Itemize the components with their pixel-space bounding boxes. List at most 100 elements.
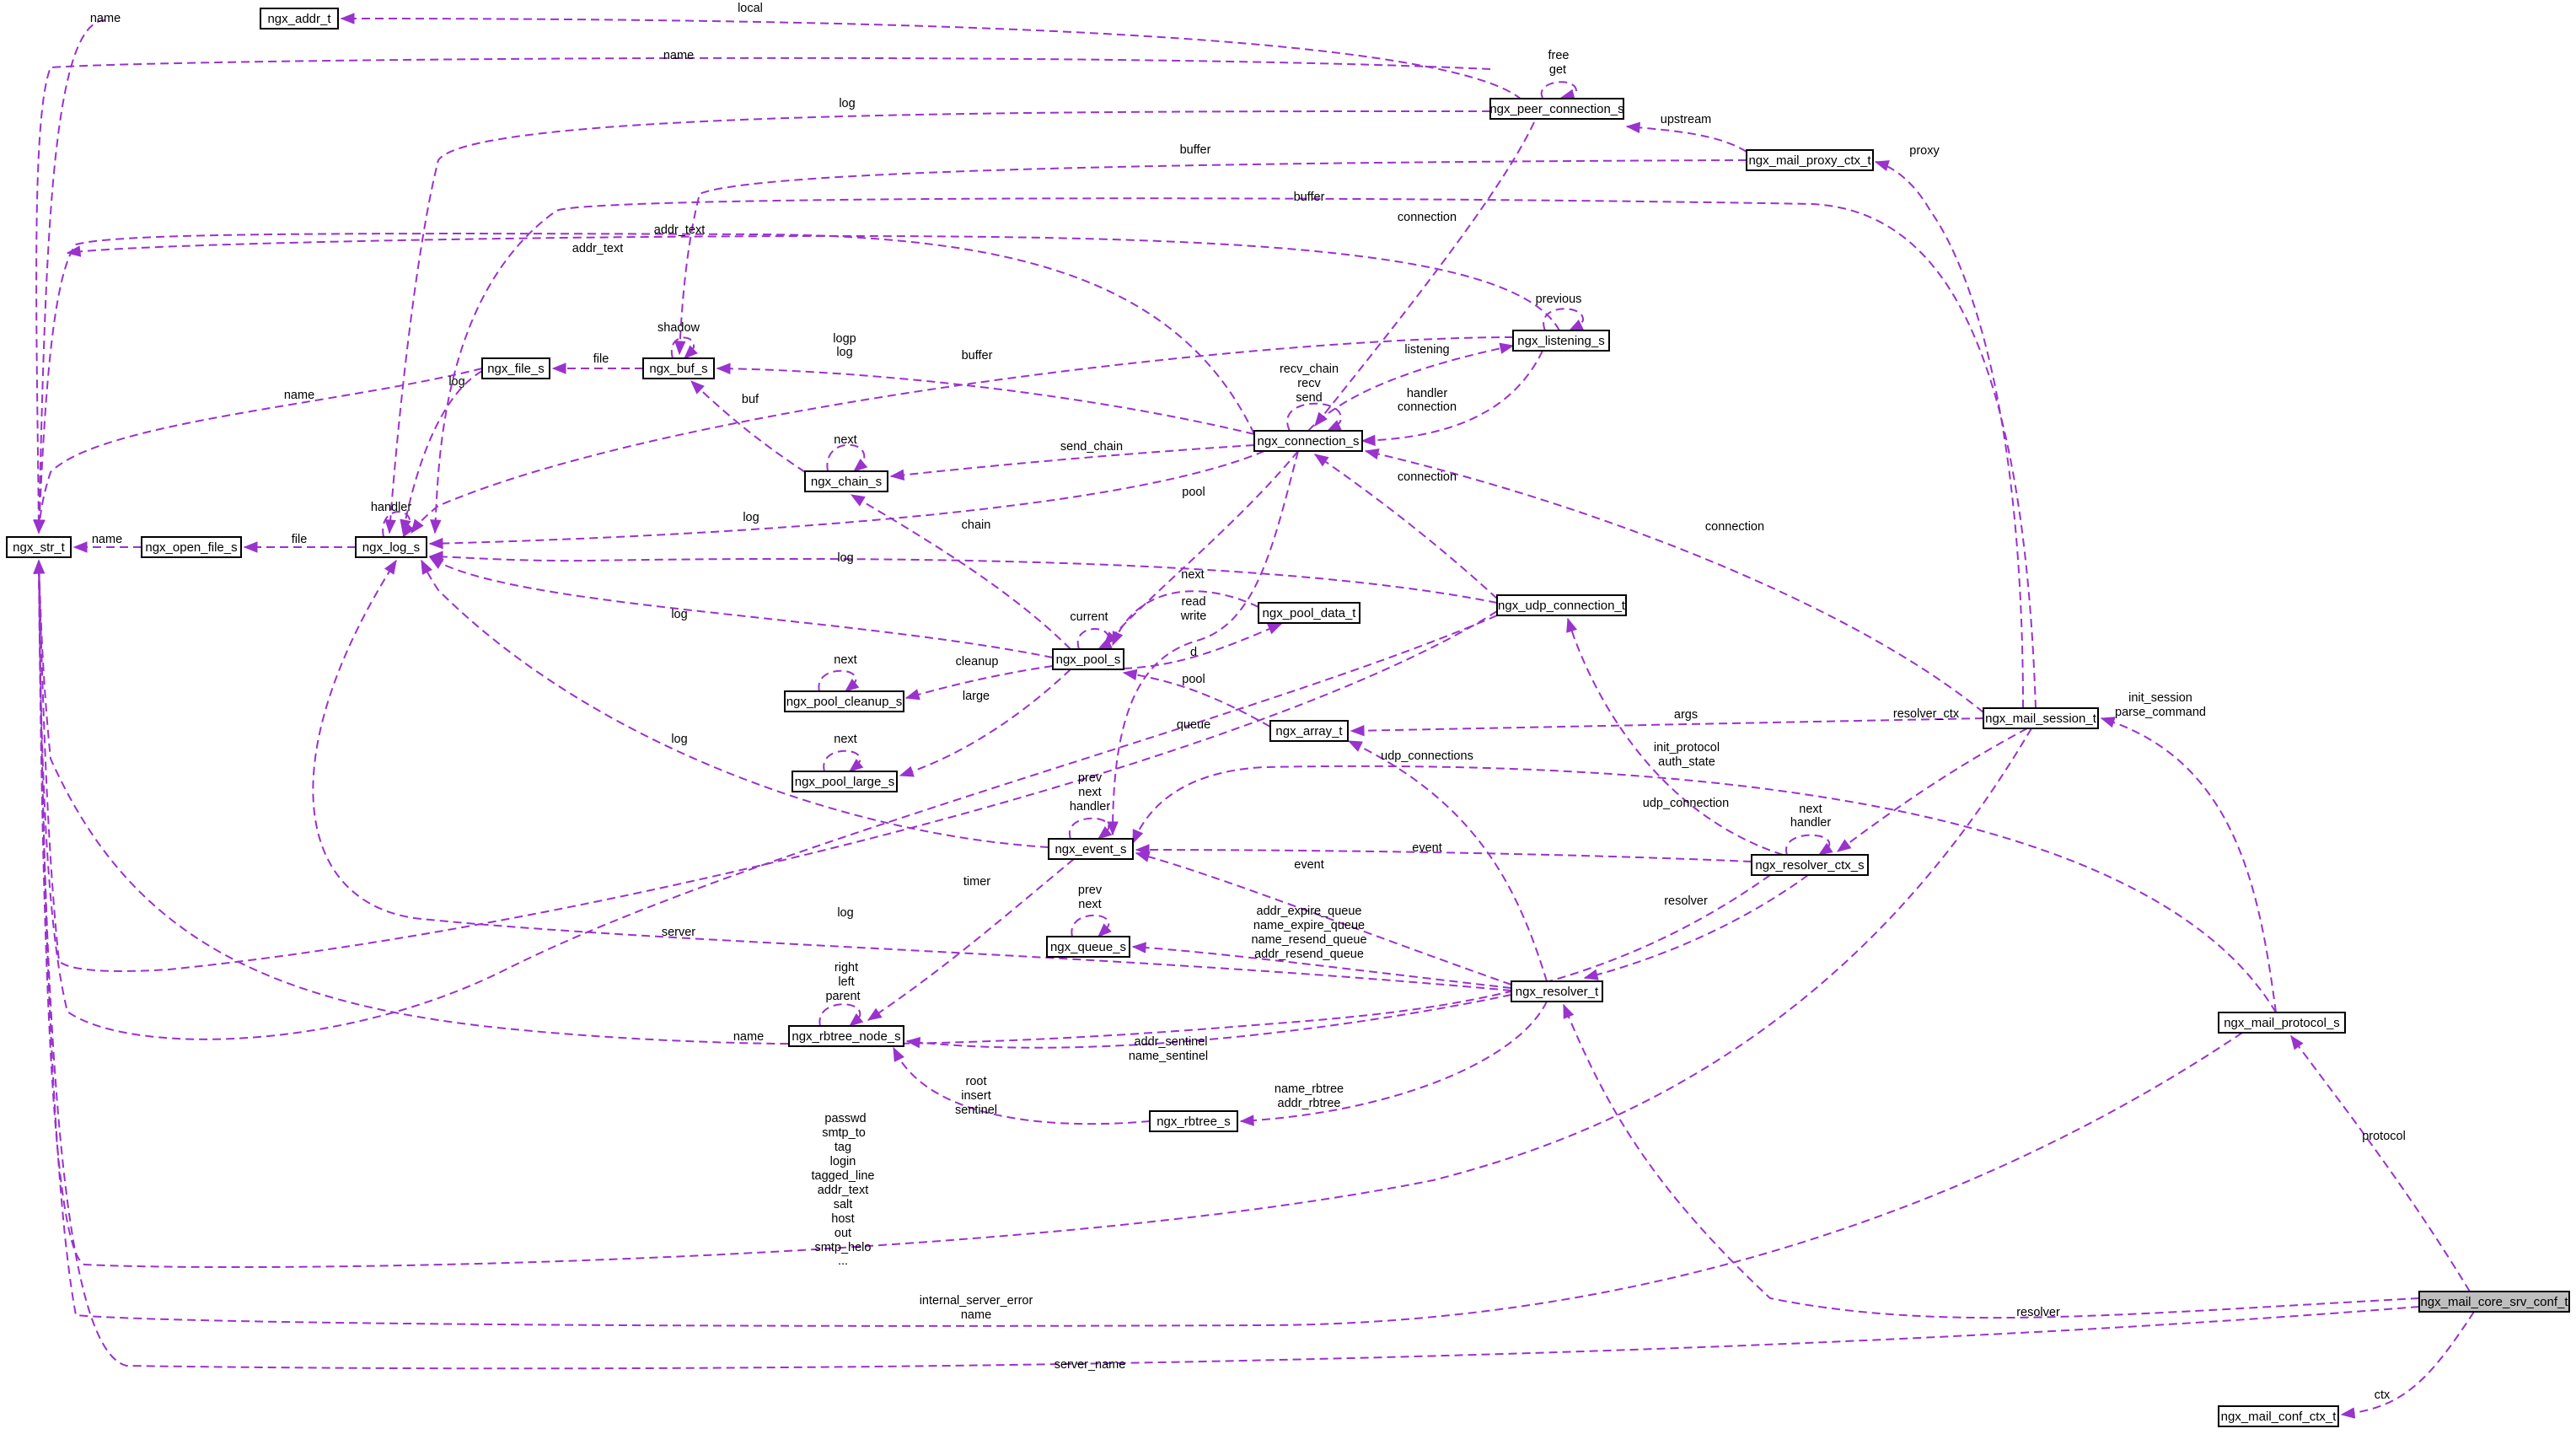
node-ngx-log-s[interactable]: ngx_log_s <box>355 536 427 558</box>
node-ngx-udp-connection-t[interactable]: ngx_udp_connection_t <box>1496 594 1627 616</box>
node-label: ngx_pool_data_t <box>1263 606 1357 620</box>
node-ngx-mail-protocol-s[interactable]: ngx_mail_protocol_s <box>2218 1012 2346 1034</box>
node-ngx-event-s[interactable]: ngx_event_s <box>1048 838 1134 860</box>
node-label: ngx_queue_s <box>1050 940 1126 954</box>
edge-to-ngx_pool_large_s <box>823 749 861 772</box>
node-ngx-open-file-s[interactable]: ngx_open_file_s <box>141 536 242 558</box>
arrowhead-ngx_connection_s <box>1360 434 1376 447</box>
edge-label-addr-rbtree: addr_rbtree <box>1278 1097 1341 1110</box>
edge-to-ngx_chain_s <box>851 494 1071 650</box>
edge-label-handler-conn: handler <box>1407 387 1448 400</box>
node-ngx-pool-data-t[interactable]: ngx_pool_data_t <box>1258 602 1360 624</box>
edge-label-chain: chain <box>962 518 991 532</box>
node-ngx-listening-s[interactable]: ngx_listening_s <box>1512 330 1610 352</box>
edge-to-ngx_str_t <box>38 560 1498 1040</box>
node-ngx-array-t[interactable]: ngx_array_t <box>1269 720 1349 742</box>
node-ngx-pool-s[interactable]: ngx_pool_s <box>1052 648 1124 670</box>
arrowhead-ngx_resolver_ctx_s <box>1836 839 1852 852</box>
node-box <box>1746 149 1874 171</box>
arrowhead-ngx_resolver_t <box>1583 969 1599 980</box>
node-ngx-mail-session-t[interactable]: ngx_mail_session_t <box>1983 707 2099 729</box>
edge-label-log-pool: log <box>671 608 687 621</box>
node-label: ngx_connection_s <box>1258 434 1360 448</box>
arrowhead-ngx_buf_s <box>716 363 731 374</box>
node-ngx-str-t[interactable]: ngx_str_t <box>6 536 72 558</box>
edge-label-connection-udp: connection <box>1398 470 1457 484</box>
node-label: ngx_mail_core_srv_conf_t <box>2420 1295 2568 1309</box>
arrowhead-ngx_pool_large_s <box>899 765 915 777</box>
edge-label-handler-rctx: handler <box>1790 816 1832 830</box>
edge-to-ngx_str_t <box>38 560 2243 1327</box>
edge-label-addr-sentinel: addr_sentinel <box>1134 1035 1207 1049</box>
arrowhead-ngx_addr_t <box>340 13 355 24</box>
node-ngx-buf-s[interactable]: ngx_buf_s <box>642 357 715 379</box>
edge-label-name-expire-queue: name_expire_queue <box>1253 919 1365 932</box>
node-ngx-peer-connection-s[interactable]: ngx_peer_connection_s <box>1489 98 1624 120</box>
arrowhead-ngx_resolver_t <box>1563 1003 1575 1019</box>
node-ngx-rbtree-node-s[interactable]: ngx_rbtree_node_s <box>788 1025 904 1047</box>
edge-label-right: right <box>835 961 858 975</box>
edge-label-queue: queue <box>1177 718 1210 732</box>
arrowhead-ngx_log_s <box>402 523 415 539</box>
arrowhead-ngx_buf_s <box>690 380 705 395</box>
node-label: ngx_buf_s <box>649 362 707 376</box>
edge-label-shadow: shadow <box>657 321 700 335</box>
edge-label-listening: listening <box>1404 343 1449 357</box>
node-label: ngx_mail_protocol_s <box>2224 1016 2340 1030</box>
arrowhead-ngx_log_s <box>384 559 397 575</box>
edge-to-ngx_event_s <box>1132 765 2277 1013</box>
edge-to-ngx_pool_cleanup_s <box>905 665 1054 699</box>
node-ngx-pool-cleanup-s[interactable]: ngx_pool_cleanup_s <box>784 690 904 712</box>
edge-to-ngx_peer_connection_s <box>1626 126 1747 153</box>
edge-to-ngx_pool_s <box>1123 672 1271 728</box>
node-ngx-addr-t[interactable]: ngx_addr_t <box>260 8 339 30</box>
node-ngx-chain-s[interactable]: ngx_chain_s <box>804 470 888 492</box>
edge-label-logp: logp <box>833 332 856 346</box>
edge-label-handler-event: handler <box>1070 800 1111 814</box>
edge-to-ngx_log_s <box>434 197 2037 709</box>
node-ngx-mail-core-srv-conf-t[interactable]: ngx_mail_core_srv_conf_t <box>2418 1291 2570 1313</box>
edge-label-prev-queue: prev <box>1078 883 1103 897</box>
edge-label-internal-server-error: internal_server_error <box>920 1294 1033 1308</box>
edge-label-login: login <box>830 1155 856 1168</box>
arrowhead-ngx_rbtree_node_s <box>867 1007 883 1021</box>
arrowhead-ngx_array_t <box>1350 724 1365 737</box>
node-box <box>784 690 904 712</box>
node-box <box>2418 1291 2570 1313</box>
node-ngx-connection-s[interactable]: ngx_connection_s <box>1253 430 1363 452</box>
edge-to-ngx_buf_s <box>690 380 806 473</box>
node-ngx-resolver-t[interactable]: ngx_resolver_t <box>1511 980 1603 1002</box>
node-box <box>1496 594 1627 616</box>
node-ngx-resolver-ctx-s[interactable]: ngx_resolver_ctx_s <box>1751 854 1869 876</box>
edge-label-server: server <box>662 926 695 939</box>
arrowhead-ngx_event_s <box>1135 851 1151 862</box>
arrowhead-ngx_str_t <box>72 541 88 553</box>
edge-to-ngx_pool_cleanup_s <box>818 669 857 692</box>
edge-label-tagged-line: tagged_line <box>812 1169 875 1183</box>
arrowhead-ngx_mail_proxy_ctx_t <box>1874 160 1890 171</box>
node-ngx-file-s[interactable]: ngx_file_s <box>481 357 550 379</box>
arrowhead-ngx_rbtree_node_s <box>848 1013 864 1027</box>
edge-to-ngx_pool_s <box>1103 450 1299 646</box>
node-ngx-rbtree-s[interactable]: ngx_rbtree_s <box>1149 1110 1238 1132</box>
node-box <box>2218 1012 2346 1034</box>
arrowhead-ngx_str_t <box>66 245 82 257</box>
arrowhead-ngx_peer_connection_s <box>1625 121 1641 134</box>
arrowhead-ngx_log_s <box>411 518 424 534</box>
edge-to-ngx_str_t <box>38 560 2420 1370</box>
edge-to-ngx_log_s <box>429 556 1498 604</box>
node-ngx-pool-large-s[interactable]: ngx_pool_large_s <box>792 771 898 792</box>
node-ngx-mail-proxy-ctx-t[interactable]: ngx_mail_proxy_ctx_t <box>1746 149 1874 171</box>
arrowhead-ngx_array_t <box>1347 740 1363 752</box>
edge-to-ngx_mail_conf_ctx_t <box>2341 1311 2475 1415</box>
node-ngx-queue-s[interactable]: ngx_queue_s <box>1046 936 1130 958</box>
edge-to-ngx_connection_s <box>1314 121 1535 427</box>
node-ngx-mail-conf-ctx-t[interactable]: ngx_mail_conf_ctx_t <box>2218 1405 2339 1427</box>
edge-label-init-session: init_session <box>2128 691 2192 705</box>
arrowhead-ngx_queue_s <box>1097 923 1112 937</box>
edge-label-insert: insert <box>961 1089 990 1103</box>
edge-label-auth-state: auth_state <box>1658 755 1715 769</box>
edge-label-parse-command: parse_command <box>2115 706 2206 719</box>
